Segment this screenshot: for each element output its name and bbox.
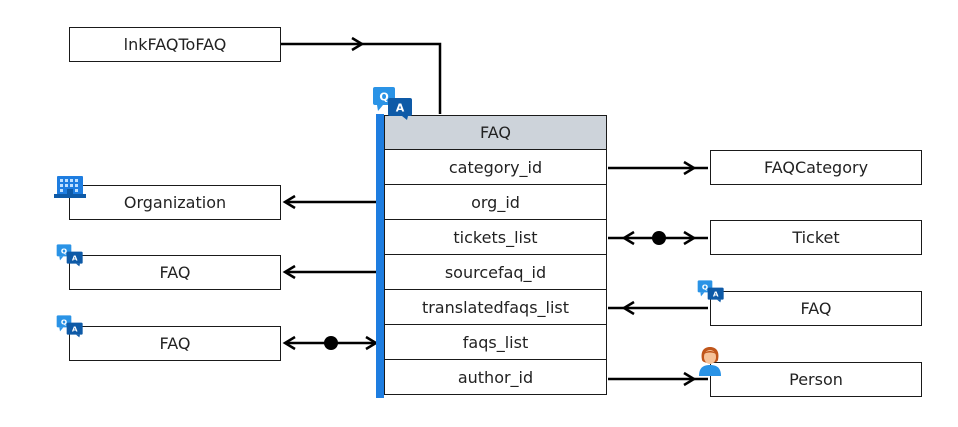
building-icon <box>54 176 86 198</box>
field-author-id[interactable]: author_id <box>384 360 607 395</box>
person-box[interactable]: Person <box>710 362 922 397</box>
arrowhead <box>621 230 635 246</box>
field-faqs-list[interactable]: faqs_list <box>384 325 607 360</box>
faq-source-box[interactable]: FAQ <box>69 255 281 290</box>
svg-text:A: A <box>396 102 405 115</box>
arrowhead <box>683 230 697 246</box>
faq-qa-icon: Q A <box>373 87 412 120</box>
person-icon <box>699 347 721 376</box>
link-table-box[interactable]: lnkFAQToFAQ <box>69 27 281 62</box>
faq-faqs-box[interactable]: FAQ <box>69 326 281 361</box>
arrowhead <box>621 300 635 316</box>
svg-text:Q: Q <box>61 246 67 255</box>
svg-text:Q: Q <box>379 91 388 104</box>
arrowhead <box>282 194 296 210</box>
svg-text:A: A <box>72 254 78 263</box>
svg-text:Q: Q <box>61 317 67 326</box>
connector-link <box>281 42 442 114</box>
field-tickets-list[interactable]: tickets_list <box>384 220 607 255</box>
organization-box[interactable]: Organization <box>69 185 281 220</box>
arrowhead <box>683 160 697 176</box>
main-table-accent-stripe <box>376 114 384 398</box>
svg-text:Q: Q <box>702 282 708 291</box>
faq-main-table[interactable]: FAQ category_id org_id tickets_list sour… <box>376 114 608 398</box>
arrowhead <box>282 264 296 280</box>
field-category-id[interactable]: category_id <box>384 150 607 185</box>
arrowhead <box>282 335 296 351</box>
svg-text:A: A <box>72 325 78 334</box>
ticket-box[interactable]: Ticket <box>710 220 922 255</box>
arrowhead <box>351 36 365 52</box>
junction-dot <box>652 231 666 245</box>
junction-dot <box>324 336 338 350</box>
field-translatedfaqs-list[interactable]: translatedfaqs_list <box>384 290 607 325</box>
faq-qa-icon: Q A <box>56 315 83 338</box>
main-table-title: FAQ <box>384 115 607 150</box>
faq-qa-icon: Q A <box>697 280 724 303</box>
faq-category-box[interactable]: FAQCategory <box>710 150 922 185</box>
svg-text:A: A <box>713 290 719 299</box>
field-org-id[interactable]: org_id <box>384 185 607 220</box>
faq-qa-icon: Q A <box>56 244 83 267</box>
field-sourcefaq-id[interactable]: sourcefaq_id <box>384 255 607 290</box>
arrowhead <box>683 371 697 387</box>
faq-translated-box[interactable]: FAQ <box>710 291 922 326</box>
